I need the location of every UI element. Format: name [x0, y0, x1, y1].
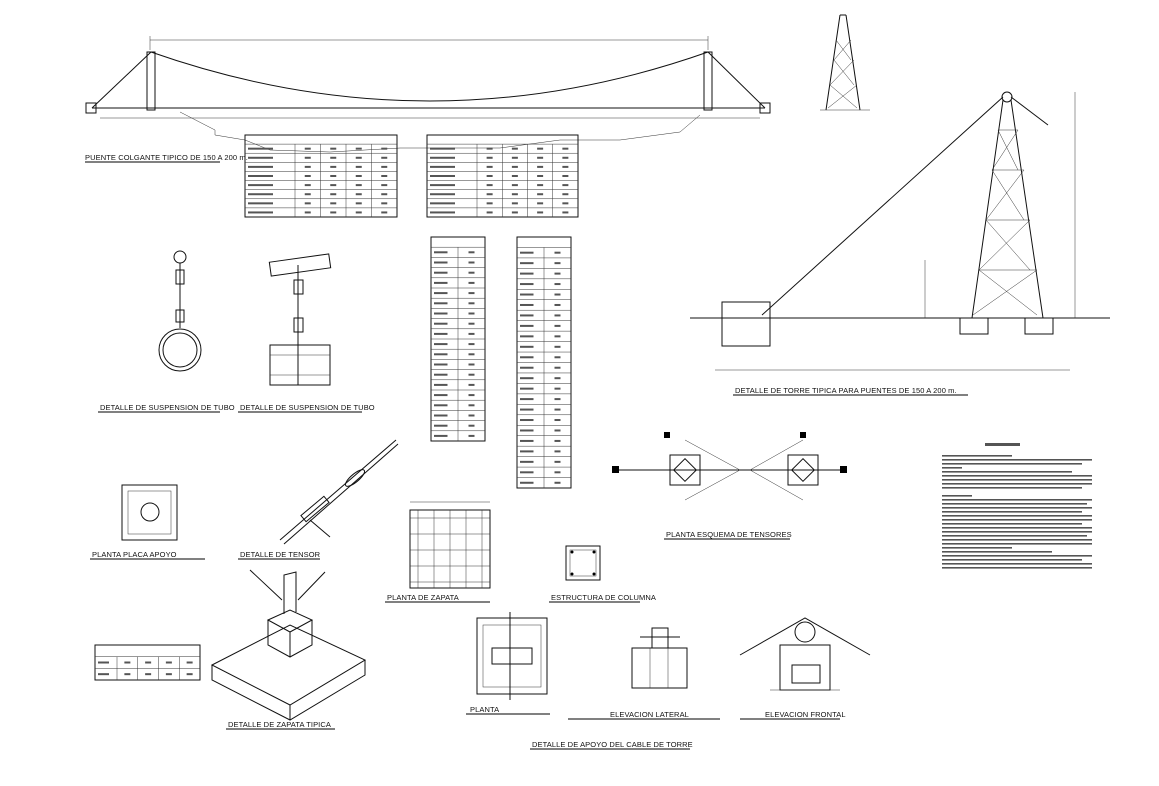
tensor-scheme-plan [612, 432, 847, 501]
title-tower: DETALLE DE TORRE TIPICA PARA PUENTES DE … [735, 386, 957, 395]
cable-support-plan [476, 612, 548, 700]
title-planta: PLANTA [470, 705, 499, 714]
title-bridge: PUENTE COLGANTE TIPICO DE 150 A 200 m. [85, 153, 248, 162]
specifications-notes [942, 443, 1092, 569]
table-top-left [244, 134, 398, 218]
tensor-detail [279, 439, 399, 545]
title-tensor: DETALLE DE TENSOR [240, 550, 321, 559]
title-plate: PLANTA PLACA APOYO [92, 550, 177, 559]
title-apoyo: DETALLE DE APOYO DEL CABLE DE TORRE [532, 740, 693, 749]
table-tall-left [430, 236, 486, 442]
tube-suspension-2 [268, 253, 332, 386]
title-elev-frontal: ELEVACION FRONTAL [765, 710, 846, 719]
drawing-titles: PUENTE COLGANTE TIPICO DE 150 A 200 m. D… [85, 153, 968, 750]
title-tube-1: DETALLE DE SUSPENSION DE TUBO [100, 403, 235, 412]
title-column: ESTRUCTURA DE COLUMNA [551, 593, 656, 602]
column-section [565, 545, 601, 581]
tube-suspension-1 [158, 250, 202, 372]
support-plate-plan [121, 484, 178, 541]
table-top-right [426, 134, 579, 218]
bridge-elevation [85, 36, 771, 153]
tower-detail [690, 91, 1110, 371]
small-tower-elevation [820, 14, 870, 111]
frontal-elevation [739, 617, 871, 691]
footing-plan [409, 501, 491, 589]
title-elev-lateral: ELEVACION LATERAL [610, 710, 689, 719]
table-tall-right [516, 236, 572, 489]
title-tube-2: DETALLE DE SUSPENSION DE TUBO [240, 403, 375, 412]
title-zapata-plan: PLANTA DE ZAPATA [387, 593, 459, 602]
table-zapata [94, 644, 201, 681]
typical-footing-isometric [210, 569, 367, 721]
lateral-elevation [631, 627, 688, 689]
title-zapata-tipica: DETALLE DE ZAPATA TIPICA [228, 720, 331, 729]
title-tensores: PLANTA ESQUEMA DE TENSORES [666, 530, 792, 539]
